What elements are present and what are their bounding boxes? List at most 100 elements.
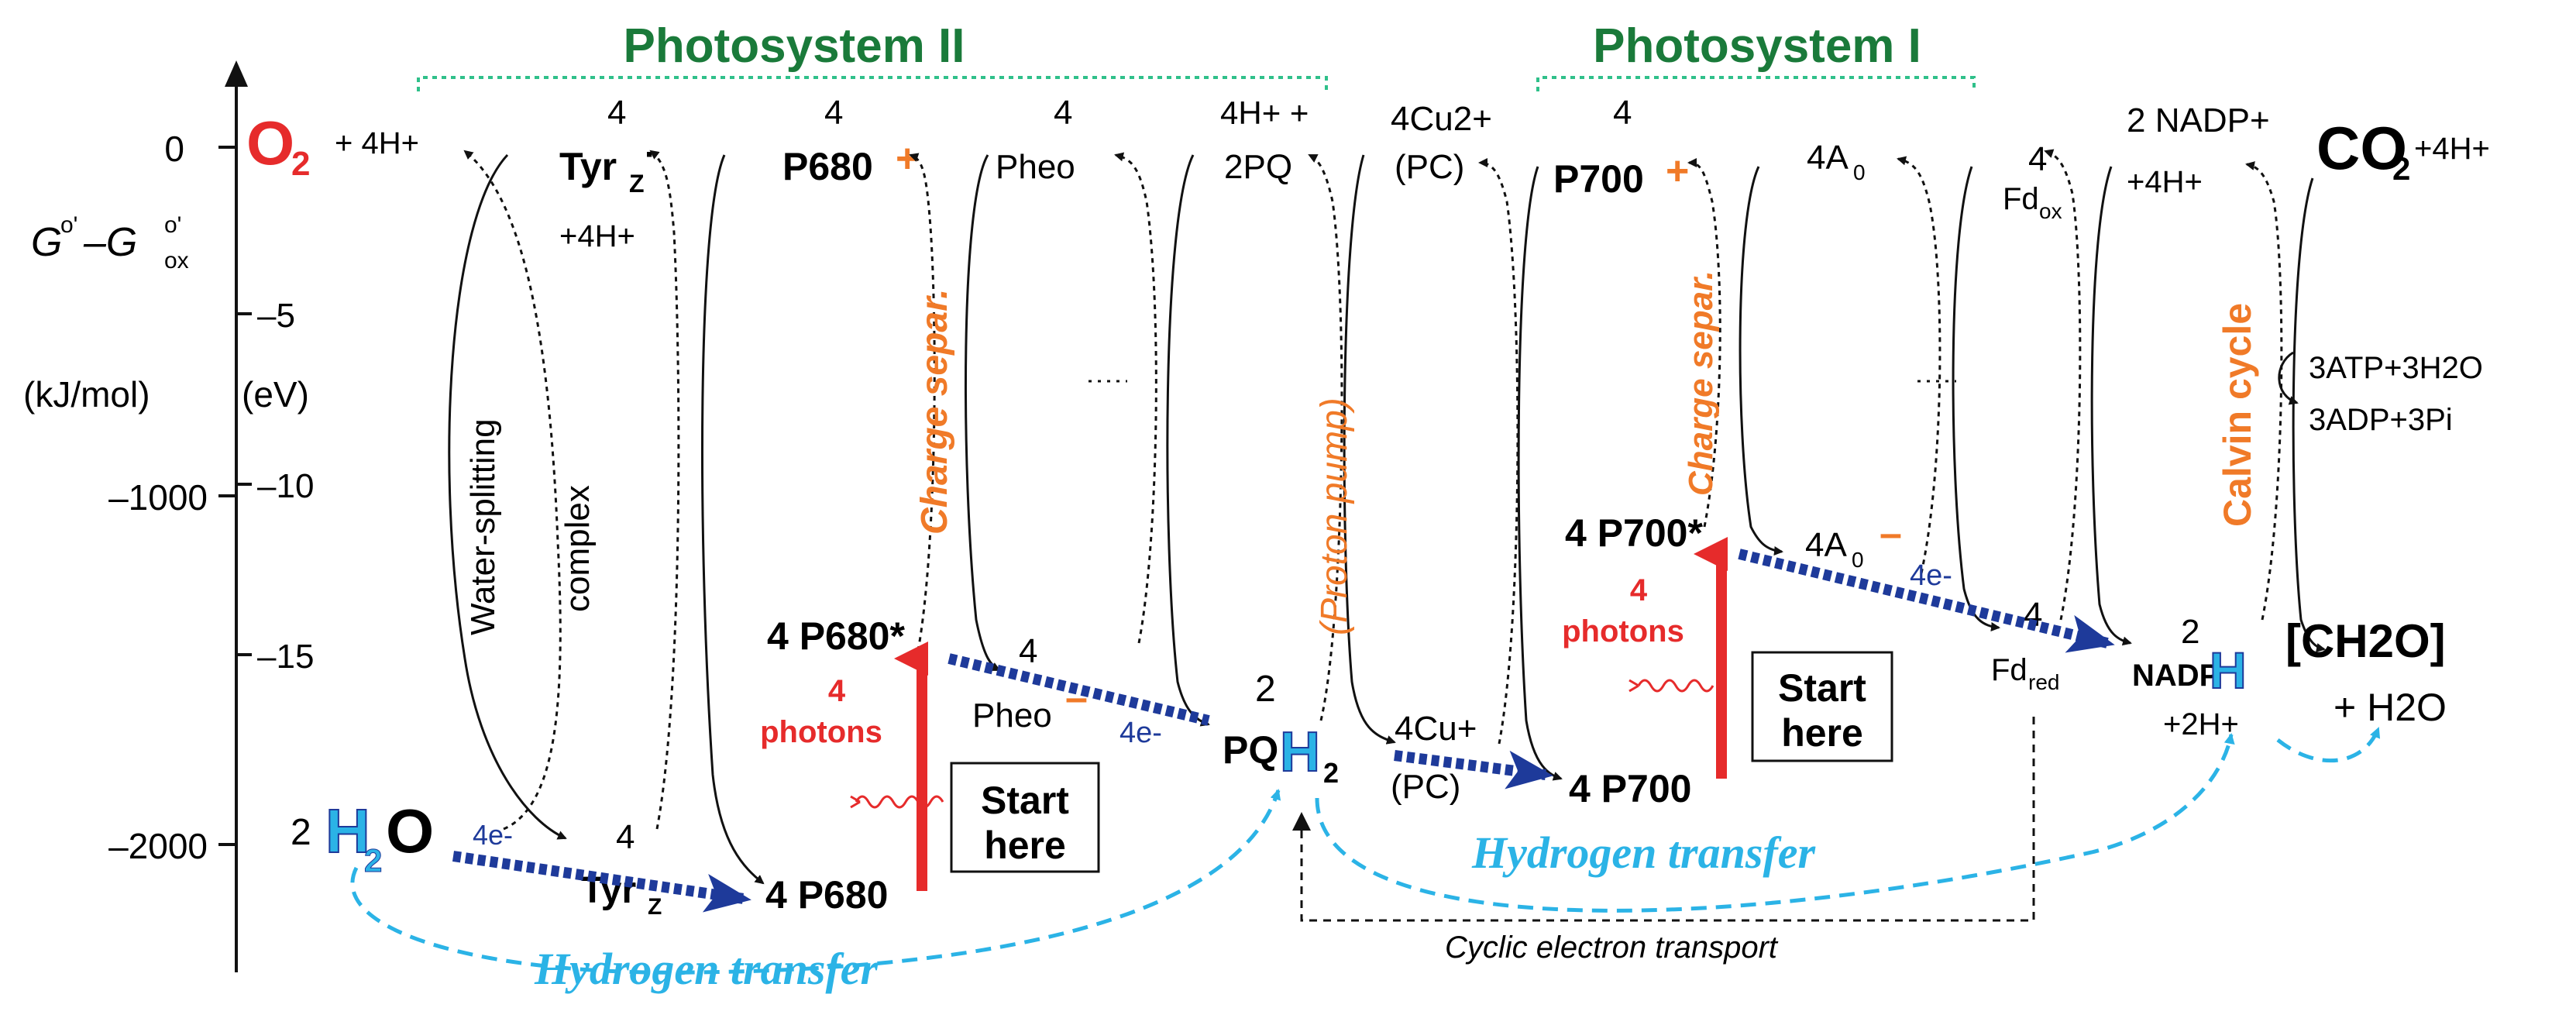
svg-text:4: 4	[824, 94, 843, 132]
svg-text:here: here	[984, 824, 1066, 867]
svg-text:4: 4	[2028, 140, 2047, 178]
e4-label-1: 4e-	[473, 819, 513, 851]
hydrogen-transfer-label-2: Hydrogen transfer	[1471, 827, 1816, 878]
pheo-reduced: Pheo	[972, 697, 1052, 734]
pheo-top: Pheo	[996, 148, 1075, 186]
photosystem-ii-title: Photosystem II	[624, 19, 965, 73]
svg-text:ox: ox	[164, 248, 189, 273]
kj-tick-1000: –1000	[108, 477, 208, 518]
svg-text:o': o'	[60, 212, 77, 238]
electron-transfer-arrows	[452, 549, 2115, 913]
ev-tick-10: –10	[257, 467, 314, 505]
photons-num-2: 4	[1630, 573, 1648, 607]
pqh2-pq: PQ	[1223, 728, 1278, 772]
cyclic-label: Cyclic electron transport	[1445, 931, 1779, 965]
atp-label: 3ATP+3H2O	[2309, 351, 2483, 385]
svg-text:0: 0	[1853, 160, 1866, 184]
p680-plus: P680	[782, 145, 873, 188]
atp-adp-arrow	[2278, 351, 2299, 405]
svg-text:ox: ox	[2039, 199, 2062, 223]
svg-text:4: 4	[607, 94, 626, 132]
svg-text:–G: –G	[83, 220, 137, 265]
svg-text:2: 2	[2392, 150, 2410, 187]
svg-text:+2H+: +2H+	[2163, 707, 2239, 741]
start-here-box-1	[950, 762, 1100, 873]
svg-text:G: G	[31, 220, 62, 265]
plus-4h-left: + 4H+	[335, 126, 419, 160]
ch2o-label: [CH2O]	[2285, 615, 2446, 667]
start-here-box-2	[1751, 651, 1893, 762]
proton-pump-label: (Proton pump)	[1314, 397, 1355, 635]
svg-text:4: 4	[1613, 94, 1632, 132]
cyclic-path	[1300, 717, 2035, 922]
ev-tick-5: –5	[257, 297, 295, 335]
kj-unit-label: (kJ/mol)	[23, 374, 150, 415]
kj-tick-0: 0	[164, 129, 184, 169]
hydrogen-transfer-arrows	[350, 727, 2381, 975]
svg-text:–: –	[1880, 511, 1902, 556]
photon-wave-2	[1637, 679, 1714, 693]
p700-ground: 4 P700	[1569, 767, 1691, 810]
p680-ground: 4 P680	[765, 873, 888, 917]
nadph-label: NADP	[2132, 659, 2220, 693]
adp-label: 3ADP+3Pi	[2309, 403, 2453, 437]
pqh2-h: H	[1280, 721, 1320, 783]
svg-text:(PC): (PC)	[1395, 148, 1464, 186]
p680-excited: 4 P680*	[767, 614, 905, 658]
svg-text:Start: Start	[981, 779, 1069, 822]
pq-top-4h: 4H+ +	[1220, 95, 1309, 131]
svg-text:2: 2	[2181, 613, 2199, 651]
svg-text:+4H+: +4H+	[2414, 132, 2490, 166]
p700-plus: P700	[1553, 157, 1644, 201]
svg-text:Z: Z	[648, 894, 662, 920]
svg-text:Start: Start	[1778, 666, 1866, 710]
a0-reduced: 4A	[1805, 526, 1847, 564]
svg-text:4: 4	[1054, 94, 1072, 132]
e4-label-3: 4e-	[1910, 559, 1952, 592]
pc-top-cu2: 4Cu2+	[1391, 100, 1492, 138]
svg-text:+: +	[1666, 149, 1689, 194]
svg-text:o': o'	[164, 212, 181, 238]
svg-text:4: 4	[1019, 632, 1037, 670]
p700-excited: 4 P700*	[1565, 511, 1703, 555]
water-splitting-label: Water-splitting	[464, 418, 502, 635]
co2-label: CO	[2316, 114, 2407, 182]
svg-text:2: 2	[291, 812, 311, 853]
ch2o-water: + H2O	[2334, 686, 2447, 729]
svg-text:0: 0	[1852, 548, 1864, 572]
svg-text:2: 2	[1323, 757, 1339, 789]
calvin-cycle-label: Calvin cycle	[2216, 303, 2259, 527]
h2o-h: H	[325, 796, 370, 865]
photons-label-1: photons	[760, 715, 882, 749]
fd-red: Fd	[1991, 653, 2027, 687]
a0-top: 4A	[1807, 139, 1849, 177]
fd-ox: Fd	[2003, 182, 2039, 216]
hydrogen-transfer-label-1: Hydrogen transfer	[534, 944, 879, 994]
kj-tick-2000: –2000	[108, 826, 208, 866]
svg-text:(PC): (PC)	[1391, 768, 1460, 806]
svg-text:4: 4	[616, 818, 635, 856]
pq-top-2pq: 2PQ	[1224, 148, 1292, 186]
complex-label: complex	[559, 485, 597, 612]
h2o-o: O	[386, 796, 434, 865]
svg-text:2: 2	[364, 842, 382, 879]
svg-text:+4H+: +4H+	[2127, 165, 2203, 199]
energy-axis	[218, 60, 252, 972]
svg-text:Z: Z	[629, 170, 645, 198]
e4-label-2: 4e-	[1119, 717, 1162, 749]
svg-text:here: here	[1781, 711, 1863, 755]
svg-text:H: H	[2210, 642, 2247, 699]
pc-bottom-cu: 4Cu+	[1395, 710, 1477, 748]
redox-connectors	[448, 149, 2326, 885]
ps2-bracket	[417, 76, 1328, 91]
charge-separ-label-2: Charge separ.	[1682, 270, 1720, 496]
tyrz-oxidized: Tyr	[559, 145, 617, 188]
photons-num-1: 4	[828, 674, 846, 708]
svg-text:+4H+: +4H+	[559, 219, 635, 253]
ev-unit-label: (eV)	[242, 374, 309, 415]
svg-text:–: –	[1065, 676, 1088, 721]
ps1-bracket	[1536, 76, 1976, 91]
o2-label: O	[246, 108, 294, 177]
